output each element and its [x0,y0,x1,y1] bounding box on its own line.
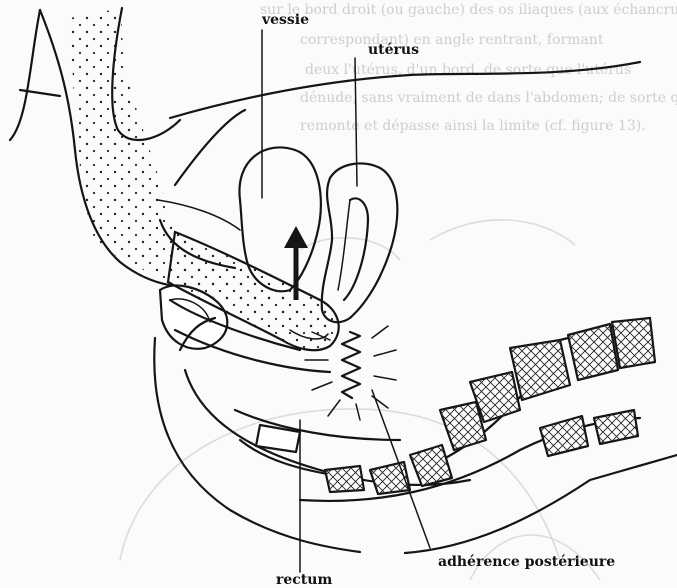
vertebra [594,410,638,444]
label-rectum: rectum [276,572,332,588]
uterus [322,163,398,322]
ghost-line-2: correspondant) en angle rentrant, forman… [300,32,604,48]
vertebra [410,445,452,486]
label-vessie: vessie [261,12,309,28]
vertebra [325,466,364,492]
ghost-line-1: sur le bord droit (ou gauche) des os ili… [260,2,677,18]
vertebra [612,318,655,368]
ghost-line-5: remonte et dépasse ainsi la limite (cf. … [300,118,646,134]
bleed-through-text: sur le bord droit (ou gauche) des os ili… [260,2,677,134]
vertebra [568,324,618,380]
vertebra [540,416,588,456]
label-uterus: utérus [368,42,419,58]
label-adherence-posterieure: adhérence postérieure [438,554,615,570]
ghost-line-4: dénude, sans vraiment de dans l'abdomen;… [300,90,677,106]
vertebra [510,340,570,400]
